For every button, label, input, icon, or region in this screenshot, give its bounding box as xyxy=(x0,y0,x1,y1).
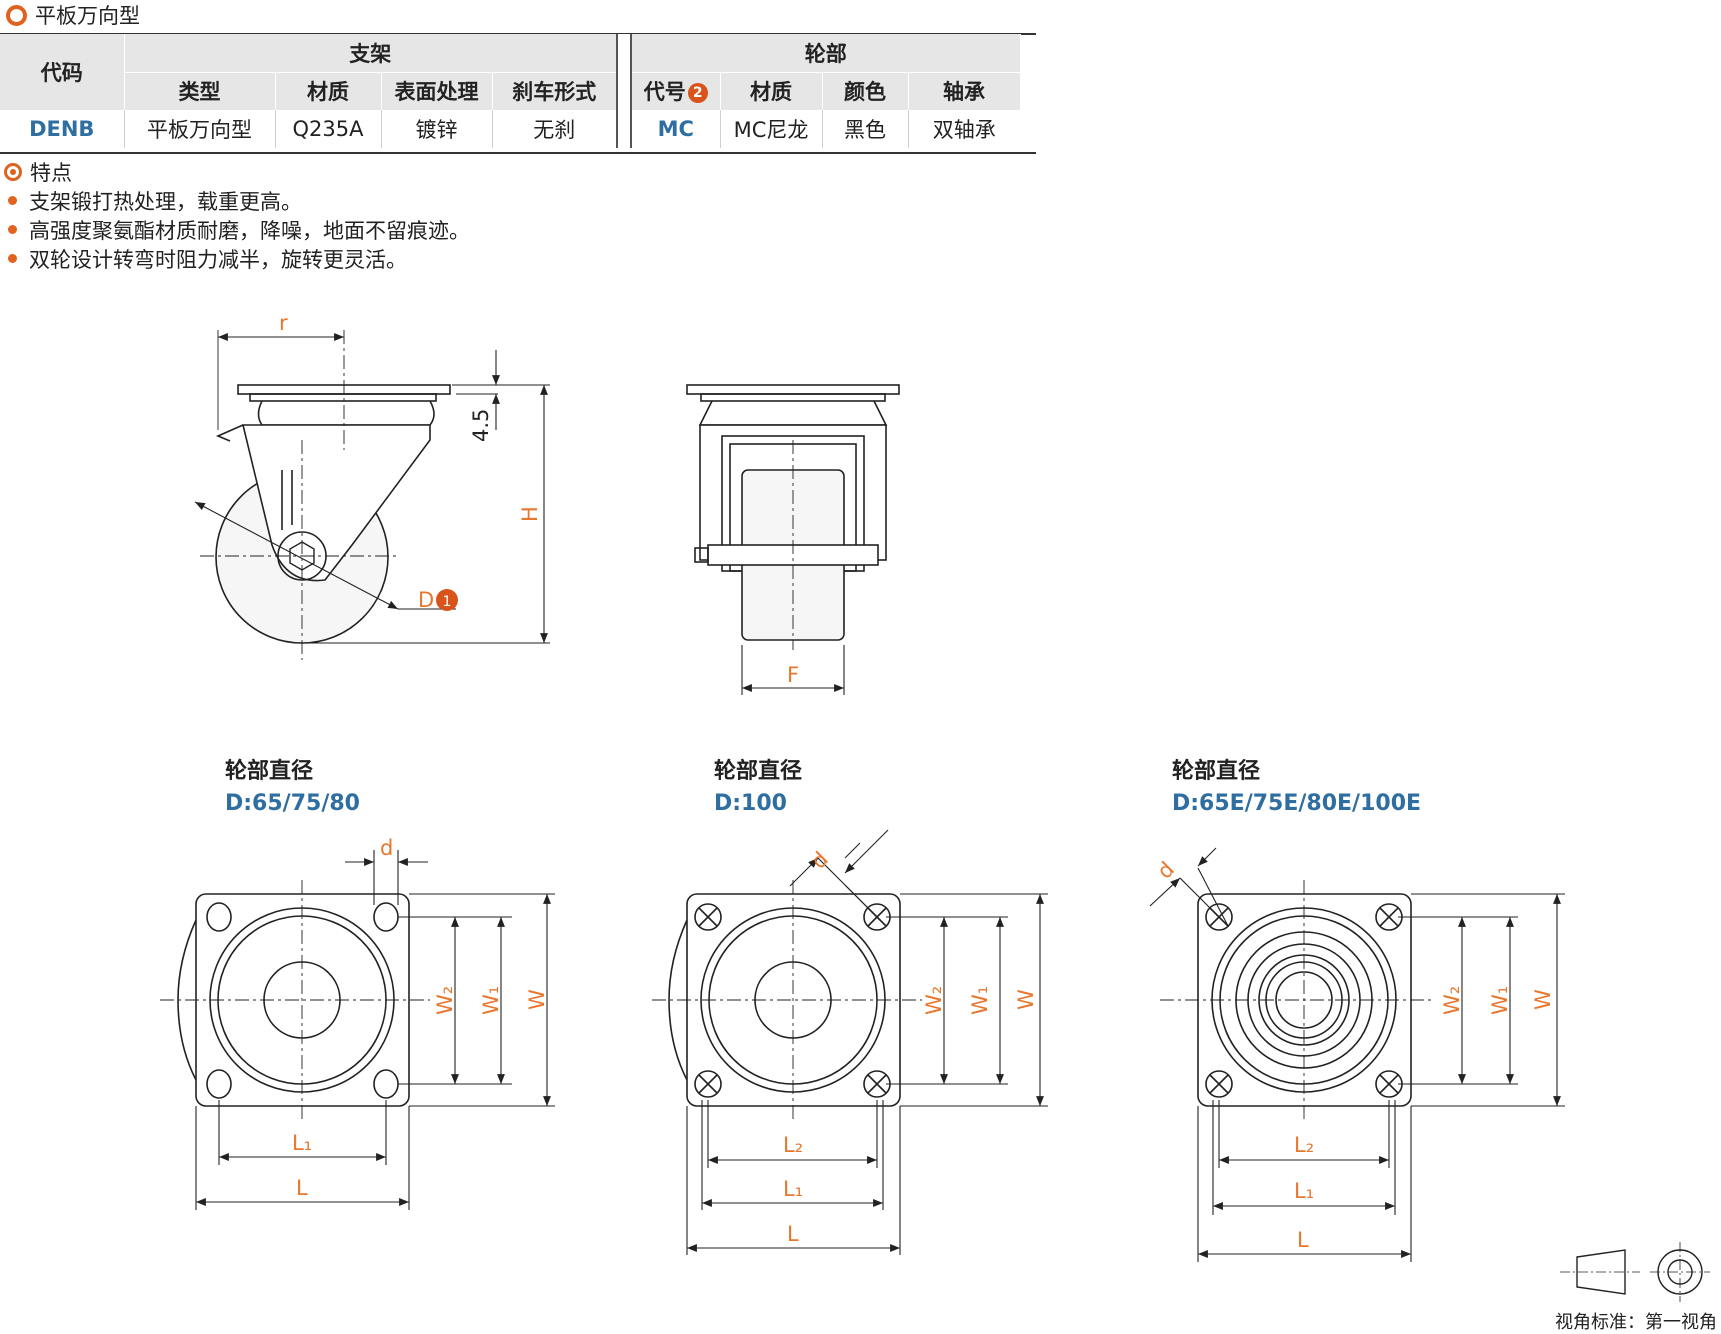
dim-W-3: W xyxy=(1531,989,1555,1010)
note-1-badge: 1 xyxy=(443,594,452,610)
dim-d-3: d xyxy=(1153,857,1179,883)
dim-L1-1: L₁ xyxy=(292,1131,312,1155)
dim-L1-3: L₁ xyxy=(1294,1179,1314,1203)
caption-3: 轮部直径 D:65E/75E/80E/100E xyxy=(1172,756,1421,820)
dim-F: F xyxy=(787,663,799,687)
dim-L2-2: L₂ xyxy=(783,1133,803,1157)
view-standard: 视角标准：第一视角 xyxy=(1555,1312,1717,1333)
caption-1: 轮部直径 D:65/75/80 xyxy=(225,756,360,820)
front-view xyxy=(686,384,900,650)
dim-W1-1: W₁ xyxy=(479,986,503,1015)
dim-L2-3: L₂ xyxy=(1294,1133,1314,1157)
bullet-icon xyxy=(8,254,17,263)
material-value: Q235A xyxy=(275,110,382,148)
diameter-label-3: D:65E/75E/80E/100E xyxy=(1172,791,1422,816)
dim-W2-2: W₂ xyxy=(922,986,946,1015)
features: 特点 支架锻打热处理，载重更高。 高强度聚氨酯材质耐磨，降噪，地面不留痕迹。 双… xyxy=(0,158,470,273)
list-item: 双轮设计转弯时阻力减半，旋转更灵活。 xyxy=(0,244,470,273)
dim-W2-1: W₂ xyxy=(433,986,457,1015)
col-brake: 刹车形式 xyxy=(492,71,618,110)
dim-W1-3: W₁ xyxy=(1488,986,1512,1015)
top-view-3-dims xyxy=(1149,847,1565,1262)
dim-45: 4.5 xyxy=(469,409,493,442)
col-wheel-color: 颜色 xyxy=(822,71,909,110)
dim-W2-3: W₂ xyxy=(1440,986,1464,1015)
caption-2: 轮部直径 D:100 xyxy=(714,756,802,820)
dim-W-1: W xyxy=(525,989,549,1010)
table-gap xyxy=(616,34,632,148)
dim-D: D xyxy=(418,588,434,612)
top-view-3 xyxy=(1160,880,1432,1120)
col-surface: 表面处理 xyxy=(381,71,493,110)
top-view-1-dims xyxy=(195,850,555,1210)
ring-icon xyxy=(6,4,27,26)
projection-symbol-icon xyxy=(1560,1242,1710,1302)
front-dims xyxy=(741,645,845,695)
wheel-code-value: MC xyxy=(631,110,721,148)
side-view xyxy=(200,330,451,660)
bullet-icon xyxy=(8,225,17,234)
col-type: 类型 xyxy=(124,71,276,110)
section-title: 平板万向型 xyxy=(0,0,140,30)
dim-L-1: L xyxy=(296,1176,308,1200)
bracket-header: 支架 xyxy=(124,34,618,72)
note-1-badge-bg xyxy=(436,589,458,611)
side-dims xyxy=(194,333,550,644)
dim-W-2: W xyxy=(1014,989,1038,1010)
dim-L1-2: L₁ xyxy=(783,1177,803,1201)
features-heading: 特点 xyxy=(30,161,72,185)
col-wheel-material: 材质 xyxy=(720,71,823,110)
list-item: 高强度聚氨酯材质耐磨，降噪，地面不留痕迹。 xyxy=(0,215,470,244)
type-value: 平板万向型 xyxy=(124,110,276,148)
wheel-header: 轮部 xyxy=(631,34,1021,72)
dim-d-1: d xyxy=(380,836,393,860)
top-view-1 xyxy=(160,880,430,1120)
note-2-badge: 2 xyxy=(687,83,708,104)
dim-H: H xyxy=(518,506,542,522)
section-title-text: 平板万向型 xyxy=(35,4,140,28)
bearing-value: 双轴承 xyxy=(932,118,996,142)
diameter-label-1: D:65/75/80 xyxy=(225,791,360,816)
top-view-2-dims xyxy=(686,829,1048,1255)
table-bottom-rule xyxy=(0,152,1036,154)
top-view-2 xyxy=(652,880,922,1120)
list-item: 支架锻打热处理，载重更高。 xyxy=(0,186,470,215)
diameter-label-2: D:100 xyxy=(714,791,787,816)
surface-value: 镀锌 xyxy=(381,110,493,148)
code-header: 代码 xyxy=(0,34,125,110)
bullet-icon xyxy=(8,196,17,205)
dim-L-2: L xyxy=(787,1222,799,1246)
col-bearing: 轴承 xyxy=(908,71,1021,110)
target-icon xyxy=(4,163,22,181)
brake-value: 无刹 xyxy=(492,110,618,148)
wheel-color-value: 黑色 xyxy=(822,110,909,148)
dim-L-3: L xyxy=(1297,1228,1309,1252)
dim-r: r xyxy=(279,311,288,335)
wheel-material-value: MC尼龙 xyxy=(720,110,823,148)
table-row: DENB 平板万向型 Q235A 镀锌 无刹 MC MC尼龙 黑色 双轴承 xyxy=(0,110,1020,148)
code-value: DENB xyxy=(0,110,125,148)
col-material: 材质 xyxy=(275,71,382,110)
dim-W1-2: W₁ xyxy=(968,986,992,1015)
